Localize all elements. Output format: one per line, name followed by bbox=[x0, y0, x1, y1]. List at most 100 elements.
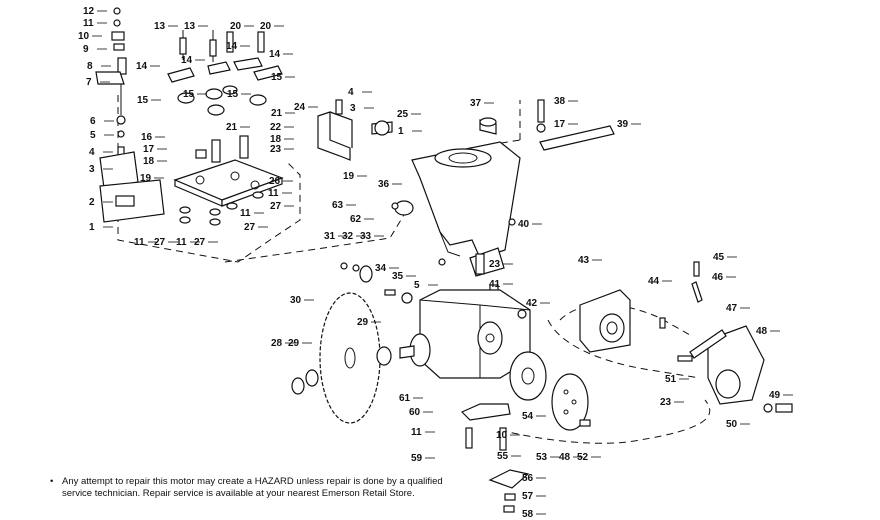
callout-23: 23 bbox=[660, 397, 672, 408]
callout-11: 11 bbox=[176, 237, 187, 248]
callout-7: 7 bbox=[86, 77, 92, 88]
callout-4: 4 bbox=[89, 147, 95, 158]
motor-61 bbox=[340, 258, 531, 379]
callout-8: 8 bbox=[87, 61, 93, 72]
callout-34: 34 bbox=[375, 263, 387, 274]
callout-10: 10 bbox=[78, 31, 90, 42]
callout-17: 17 bbox=[554, 119, 566, 130]
callout-46: 46 bbox=[712, 272, 724, 283]
fastener-stack-left bbox=[95, 7, 165, 223]
callout-11: 11 bbox=[268, 188, 279, 199]
callout-58: 58 bbox=[522, 509, 534, 520]
callout-61: 61 bbox=[399, 393, 411, 404]
callout-1: 1 bbox=[398, 126, 404, 137]
callout-60: 60 bbox=[409, 407, 421, 418]
assembly-outline-left bbox=[117, 95, 301, 263]
callout-29: 29 bbox=[288, 338, 300, 349]
callout-27: 27 bbox=[194, 237, 206, 248]
callout-3: 3 bbox=[350, 103, 356, 114]
callout-31: 31 bbox=[324, 231, 336, 242]
callout-40: 40 bbox=[518, 219, 530, 230]
callout-11: 11 bbox=[83, 18, 94, 29]
callout-4: 4 bbox=[348, 87, 354, 98]
callout-21: 21 bbox=[271, 108, 283, 119]
callout-11: 11 bbox=[411, 427, 422, 438]
callout-9: 9 bbox=[83, 44, 89, 55]
callout-5: 5 bbox=[90, 130, 96, 141]
callout-6: 6 bbox=[90, 116, 96, 127]
callout-36: 36 bbox=[378, 179, 390, 190]
callout-19: 19 bbox=[343, 171, 355, 182]
callout-2: 2 bbox=[89, 197, 95, 208]
callout-56: 56 bbox=[522, 473, 534, 484]
callout-57: 57 bbox=[522, 491, 534, 502]
yoke-36 bbox=[391, 99, 615, 300]
callout-29: 29 bbox=[357, 317, 369, 328]
callout-42: 42 bbox=[526, 298, 538, 309]
callout-62: 62 bbox=[350, 214, 362, 225]
callout-1: 1 bbox=[89, 222, 95, 233]
callout-48: 48 bbox=[559, 452, 571, 463]
callout-19: 19 bbox=[140, 173, 152, 184]
callout-33: 33 bbox=[360, 231, 372, 242]
fan-and-endplate bbox=[460, 351, 591, 513]
callout-18: 18 bbox=[270, 134, 282, 145]
callout-15: 15 bbox=[271, 72, 283, 83]
saw-blade-30 bbox=[291, 292, 392, 424]
bracket-24 bbox=[317, 99, 393, 161]
callout-51: 51 bbox=[665, 374, 677, 385]
callout-20: 20 bbox=[260, 21, 272, 32]
callout-59: 59 bbox=[411, 453, 423, 464]
hazard-note: • Any attempt to repair this motor may c… bbox=[50, 476, 462, 500]
callout-14: 14 bbox=[226, 41, 238, 52]
callout-28: 28 bbox=[271, 338, 283, 349]
callout-14: 14 bbox=[181, 55, 193, 66]
callout-16: 16 bbox=[141, 132, 153, 143]
callout-52: 52 bbox=[577, 452, 589, 463]
callout-35: 35 bbox=[392, 271, 404, 282]
callout-41: 41 bbox=[489, 279, 501, 290]
callout-44: 44 bbox=[648, 276, 660, 287]
callout-18: 18 bbox=[143, 156, 155, 167]
callout-21: 21 bbox=[226, 122, 238, 133]
callout-13: 13 bbox=[184, 21, 196, 32]
callout-30: 30 bbox=[290, 295, 302, 306]
callout-23: 23 bbox=[270, 144, 282, 155]
assembly-outline-column bbox=[224, 204, 411, 263]
callout-27: 27 bbox=[270, 201, 282, 212]
callout-5: 5 bbox=[414, 280, 420, 291]
callout-49: 49 bbox=[769, 390, 781, 401]
callout-20: 20 bbox=[230, 21, 242, 32]
callout-27: 27 bbox=[154, 237, 166, 248]
callout-43: 43 bbox=[578, 255, 590, 266]
callout-47: 47 bbox=[726, 303, 738, 314]
callout-53: 53 bbox=[536, 452, 548, 463]
callout-15: 15 bbox=[183, 89, 195, 100]
clamp-plate-assembly bbox=[167, 30, 284, 226]
callout-23: 23 bbox=[489, 259, 501, 270]
callout-24: 24 bbox=[294, 102, 306, 113]
callout-14: 14 bbox=[269, 49, 281, 60]
callout-48: 48 bbox=[756, 326, 768, 337]
callout-11: 11 bbox=[240, 208, 251, 219]
callout-11: 11 bbox=[134, 237, 145, 248]
assembly-outline-bottom bbox=[499, 399, 711, 444]
note-bullet: • bbox=[50, 476, 54, 487]
callout-32: 32 bbox=[342, 231, 354, 242]
handle-48 bbox=[659, 261, 793, 413]
callout-25: 25 bbox=[397, 109, 409, 120]
callout-54: 54 bbox=[522, 411, 534, 422]
callout-3: 3 bbox=[89, 164, 95, 175]
note-text: Any attempt to repair this motor may cre… bbox=[62, 476, 443, 499]
callout-27: 27 bbox=[244, 222, 256, 233]
callout-10: 10 bbox=[496, 430, 508, 441]
callout-13: 13 bbox=[154, 21, 166, 32]
callout-14: 14 bbox=[136, 61, 148, 72]
switch-housing-43 bbox=[579, 289, 631, 353]
callout-15: 15 bbox=[137, 95, 149, 106]
callout-55: 55 bbox=[497, 451, 509, 462]
callout-12: 12 bbox=[83, 6, 95, 17]
